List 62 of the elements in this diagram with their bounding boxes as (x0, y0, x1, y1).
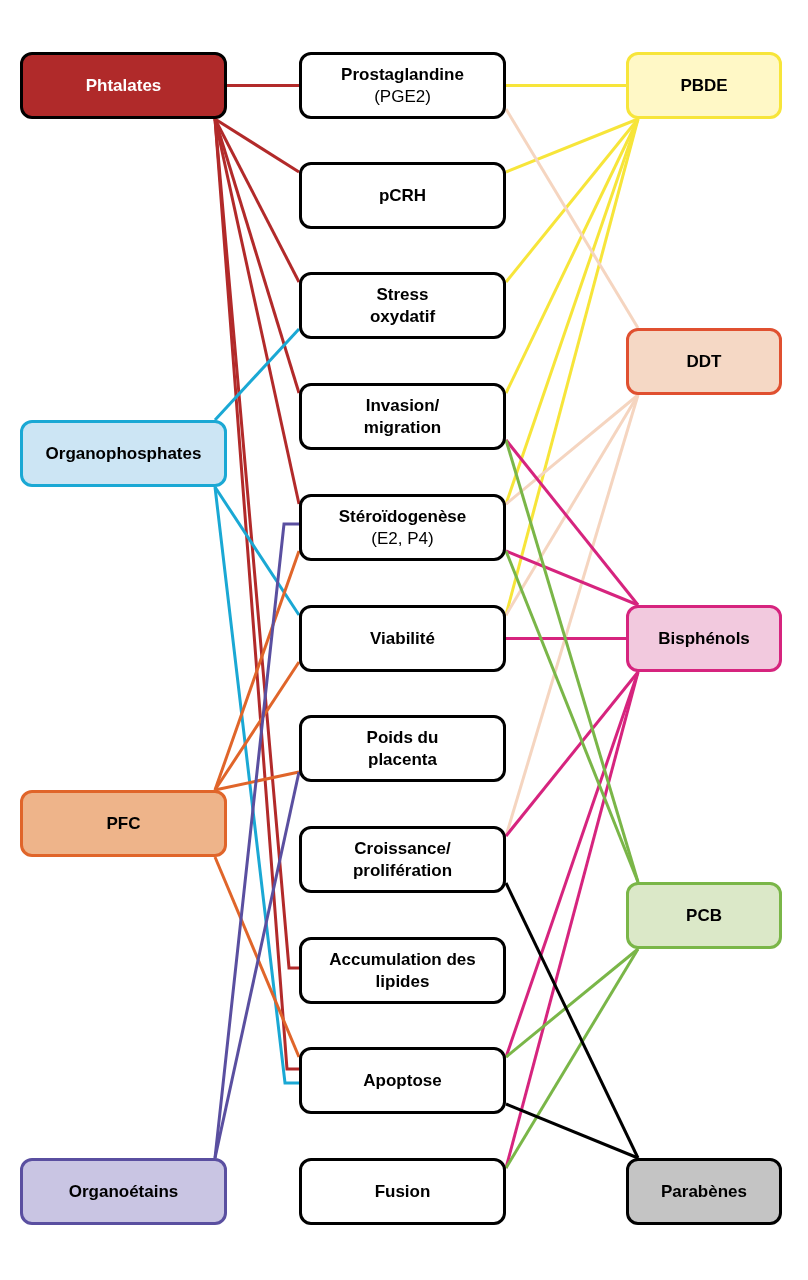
node-title: Prostaglandine (341, 63, 464, 86)
connector-line (213, 661, 301, 791)
node-title: Viabilité (370, 627, 435, 650)
effect-box (299, 826, 506, 893)
connector-line (506, 84, 626, 87)
effect-box (299, 52, 506, 119)
effect-box (299, 272, 506, 339)
node-title: pCRH (378, 184, 427, 207)
node-title: PCB (686, 904, 722, 927)
node-title: Poids du placenta (365, 726, 440, 771)
node-title: Invasion/ migration (362, 394, 443, 439)
node-title: Stress oxydatif (368, 283, 437, 328)
connector-line (506, 637, 626, 640)
connector-line (213, 328, 301, 421)
connector-line (505, 947, 639, 1059)
connector-line (213, 771, 301, 1159)
connector-line (227, 84, 299, 87)
group-box (626, 328, 782, 395)
node-title: Bisphénols (658, 627, 750, 650)
group-box (626, 1158, 782, 1225)
node-title: DDT (686, 350, 722, 373)
connector-line (214, 770, 300, 792)
connector-line (504, 550, 640, 883)
effect-box (299, 494, 506, 561)
node-title: Phtalates (85, 74, 162, 97)
node-subtitle: (PGE2) (374, 85, 431, 108)
group-box (626, 52, 782, 119)
group-box (20, 1158, 227, 1225)
node-title: Organoétains (68, 1180, 179, 1203)
connector-line (504, 882, 640, 1159)
node-title: Accumulation des lipides (328, 948, 477, 993)
connector-line (505, 549, 639, 607)
node-subtitle: (E2, P4) (371, 527, 434, 550)
connector-line (213, 486, 299, 1085)
group-box (626, 605, 782, 672)
connector-line (504, 108, 640, 329)
effect-box (299, 162, 506, 229)
connector-line (213, 550, 301, 791)
group-box (20, 420, 227, 487)
node-title: Apoptose (363, 1069, 442, 1092)
effect-box (299, 1158, 506, 1225)
node-title: Croissance/ prolifération (351, 837, 454, 882)
group-box (20, 790, 227, 857)
connector-line (214, 117, 300, 174)
node-title: Fusion (374, 1180, 431, 1203)
connector-line (505, 1102, 639, 1160)
effect-box (299, 1047, 506, 1114)
group-box (626, 882, 782, 949)
effect-box (299, 937, 506, 1004)
connector-line (213, 856, 301, 1058)
effect-box (299, 383, 506, 450)
node-title: Organophosphates (45, 442, 202, 465)
group-box (20, 52, 227, 119)
effect-box (299, 715, 506, 782)
node-title: PFC (106, 812, 141, 835)
node-title: Stéroïdogenèse (338, 505, 467, 528)
connector-line (504, 439, 640, 606)
node-title: PBDE (680, 74, 728, 97)
connector-line (505, 393, 639, 506)
connector-line (504, 948, 640, 1169)
node-title: Parabènes (661, 1180, 747, 1203)
effect-box (299, 605, 506, 672)
